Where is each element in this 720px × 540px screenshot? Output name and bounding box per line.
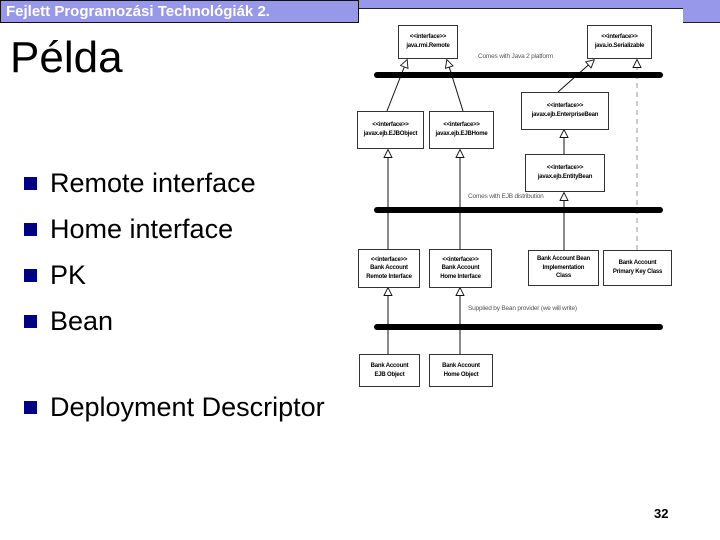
page-title: Példa: [10, 33, 123, 82]
header-strip: [0, 0, 720, 9]
class-name-label: Bank Account: [370, 362, 409, 369]
class-name-label: javax.ejb.EnterpriseBean: [531, 112, 599, 118]
uml-box-entity-bean: <<interface>> javax.ejb.EntityBean: [525, 154, 605, 192]
class-name-label: Bank Account: [370, 265, 408, 272]
stereotype-label: <<interface>>: [409, 34, 447, 41]
class-name-label: javax.ejb.EJBHome: [435, 131, 488, 137]
class-name-label: Bank Account: [441, 265, 480, 272]
stereotype-label: <<interface>>: [370, 256, 408, 263]
stereotype-label: <<interface>>: [546, 165, 584, 172]
bullet-square-icon: [24, 177, 37, 190]
uml-box-bank-account-primary-key-class: Bank Account Primary Key Class: [603, 250, 672, 286]
bullet-square-icon: [24, 269, 37, 282]
class-name-label: javax.ejb.EJBObject: [363, 131, 418, 137]
class-name-label: Home Object: [443, 371, 479, 378]
uml-box-java-rmi-remote: <<interface>> java.rmi.Remote: [398, 25, 458, 59]
list-item: Deployment Descriptor: [24, 392, 325, 423]
class-name-label: javax.ejb.EntityBean: [537, 174, 593, 180]
class-name-label: Bank Account: [618, 260, 657, 267]
note-ejb-distribution: Comes with EJB distribution: [468, 193, 544, 200]
class-name-label: Bank Account: [442, 362, 480, 369]
note-java-platform: Comes with Java 2 platform: [478, 53, 553, 60]
course-banner: Fejlett Programozási Technológiák 2.: [0, 0, 359, 23]
stereotype-label: <<interface>>: [443, 122, 480, 129]
page-number: 32: [654, 506, 669, 521]
bullet-label: Bean: [50, 306, 114, 336]
bullet-label: Remote interface: [50, 168, 256, 198]
uml-box-bank-account-home-interface: <<interface>> Bank Account Home Interfac…: [429, 249, 492, 288]
stereotype-label: <<interface>>: [546, 103, 584, 110]
generalization-arrow: [447, 60, 464, 112]
uml-box-java-io-serializable: <<interface>> java.io.Serializable: [587, 25, 652, 59]
list-item: PK: [24, 260, 86, 291]
bullet-label: Deployment Descriptor: [50, 392, 325, 422]
generalization-arrow: [386, 60, 407, 112]
class-name-label: Home Interface: [440, 273, 481, 280]
class-name-label: Remote Interface: [366, 273, 412, 280]
stereotype-label: <<interface>>: [372, 122, 409, 129]
class-name-label: Primary Key Class: [612, 269, 663, 275]
stereotype-label: <<interface>>: [601, 34, 638, 41]
uml-box-ejb-object: <<interface>> javax.ejb.EJBObject: [357, 111, 424, 149]
note-supplied-by-bean-provider: Supplied by Bean provider (we will write…: [468, 305, 577, 312]
bullet-square-icon: [24, 315, 37, 328]
bullet-label: PK: [50, 260, 87, 290]
bullet-label: Home interface: [50, 214, 234, 244]
class-name-label: Implementation: [542, 264, 585, 271]
stereotype-label: <<interface>>: [442, 256, 479, 263]
uml-box-ejb-home: <<interface>> javax.ejb.EJBHome: [429, 111, 494, 149]
class-name-label: java.io.Serializable: [594, 43, 645, 49]
list-item: Remote interface: [24, 168, 256, 199]
uml-box-bank-account-remote-interface: <<interface>> Bank Account Remote Interf…: [358, 249, 420, 288]
uml-box-bank-account-home-object: Bank Account Home Object: [429, 354, 493, 387]
list-item: Bean: [24, 306, 113, 337]
class-name-label: Class: [555, 273, 571, 280]
class-name-label: Bank Account Bean: [536, 256, 591, 263]
class-name-label: java.rmi.Remote: [406, 43, 450, 49]
class-name-label: EJB Object: [374, 371, 405, 378]
uml-box-bank-account-ejb-object: Bank Account EJB Object: [359, 354, 420, 387]
bullet-square-icon: [24, 401, 37, 414]
bullet-square-icon: [24, 223, 37, 236]
uml-box-bank-account-bean-implementation-class: Bank Account Bean Implementation Class: [528, 250, 599, 286]
list-item: Home interface: [24, 214, 233, 245]
header-corner-tab: [683, 8, 720, 23]
uml-box-enterprise-bean: <<interface>> javax.ejb.EnterpriseBean: [521, 92, 609, 130]
